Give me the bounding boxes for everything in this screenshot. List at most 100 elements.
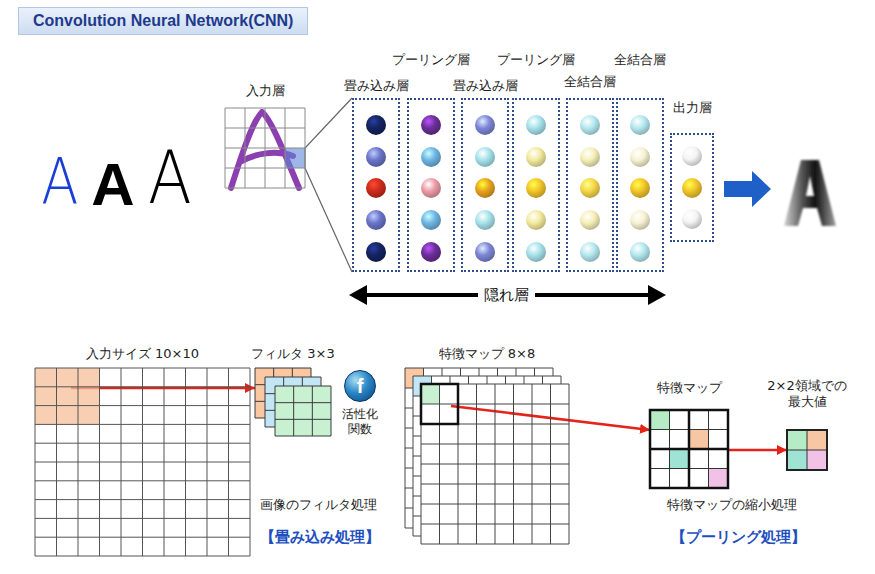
neuron — [475, 178, 495, 198]
grid-line — [405, 408, 553, 409]
neuron — [580, 242, 600, 262]
node-heading: 特徴マップ 8×8 — [439, 346, 536, 362]
neuron — [526, 210, 546, 230]
grid-cell — [689, 430, 709, 450]
grid-border — [650, 410, 728, 488]
grid-line — [421, 404, 569, 405]
connection-line — [305, 98, 352, 272]
grid-border — [787, 430, 827, 470]
grid-line — [413, 516, 561, 517]
grid-line — [312, 386, 313, 436]
column-drawing — [514, 100, 558, 270]
grid-cell — [787, 450, 807, 470]
stack-layer — [275, 386, 331, 436]
grid-drawing — [225, 108, 305, 188]
grid-cell — [78, 387, 100, 406]
grid-line — [421, 444, 569, 445]
hidden-layer-column-shape — [407, 98, 455, 272]
hidden-layer-column: プーリング層 — [512, 52, 560, 272]
neuron — [580, 147, 600, 167]
stack-drawing — [255, 368, 331, 436]
label-holder: 隠れ層 — [478, 286, 535, 304]
recognized-letter — [784, 160, 836, 226]
output-arrow — [724, 171, 771, 207]
grid-cell — [807, 430, 827, 450]
pooling-input-grid-shape — [650, 410, 728, 488]
neuron — [630, 242, 650, 262]
neuron — [475, 242, 495, 262]
pooling-input-grid: 特徴マップ — [650, 380, 728, 488]
neuron — [366, 242, 386, 262]
grid-line — [405, 488, 553, 489]
grid-line — [413, 456, 561, 457]
sample-letter: A — [148, 141, 192, 215]
function-symbol: f — [357, 372, 364, 400]
label-holder: 【畳み込み処理】 — [260, 528, 380, 546]
grid-line — [35, 499, 250, 500]
filter-stack-shape — [255, 368, 331, 436]
grid-line — [405, 368, 553, 369]
grid-line — [35, 480, 250, 481]
grid-cell — [421, 384, 440, 404]
grid-line — [275, 386, 276, 436]
hidden-layer-column: 全結合層 — [566, 74, 614, 272]
grid-cell — [670, 449, 690, 469]
grid-line — [413, 416, 561, 417]
output-layer-column: 出力層 — [670, 100, 714, 242]
label-holder: A — [148, 146, 192, 210]
feature-map-stack-shape — [405, 368, 569, 544]
hidden-layer-column: プーリング層 — [407, 52, 455, 272]
neuron — [682, 178, 702, 198]
layer-face — [275, 386, 331, 436]
grid-line — [421, 544, 569, 545]
grid-line — [413, 476, 561, 477]
process-title: 【畳み込み処理】 — [260, 528, 380, 546]
node-heading: 入力サイズ 10×10 — [86, 346, 199, 362]
stack-layer — [413, 376, 561, 536]
neuron — [630, 178, 650, 198]
grid-cell — [35, 368, 57, 387]
grid-line — [524, 376, 525, 536]
grid-line — [405, 448, 553, 449]
grid-line — [265, 377, 321, 378]
node-heading: フィルタ 3×3 — [251, 346, 335, 362]
neuron — [526, 147, 546, 167]
grid-cell — [285, 148, 305, 168]
neuron — [366, 178, 386, 198]
neuron — [630, 210, 650, 230]
hidden-layer-column: 畳み込み層 — [461, 78, 509, 272]
neuron — [580, 210, 600, 230]
neuron — [366, 147, 386, 167]
pooling-window — [421, 384, 458, 424]
grid-cell — [807, 450, 827, 470]
input-layer-grid: 入力層 — [225, 83, 305, 188]
grid-cell — [650, 410, 670, 430]
grid-line — [421, 464, 569, 465]
grid-cell — [57, 406, 79, 425]
label-holder: A — [38, 150, 82, 214]
stack-drawing — [405, 368, 569, 544]
grid-drawing — [35, 368, 250, 556]
grid-line — [35, 405, 250, 406]
grid-line — [405, 508, 553, 509]
grid-line — [413, 536, 561, 537]
neuron — [421, 242, 441, 262]
grid-cell — [78, 368, 100, 387]
grid-line — [275, 386, 331, 387]
grid-line — [561, 376, 562, 536]
node-heading: 出力層 — [673, 100, 712, 116]
sample-letter: A — [41, 150, 78, 214]
neuron — [526, 115, 546, 135]
neuron — [475, 210, 495, 230]
hidden-layer-column: 畳み込み層 — [352, 78, 400, 272]
node-heading: プーリング層 — [392, 52, 470, 68]
node-heading: 畳み込み層 — [344, 78, 409, 94]
grid-cell — [57, 387, 79, 406]
grid-line — [275, 419, 331, 420]
label-holder: A — [91, 155, 134, 215]
grid-line — [225, 188, 305, 189]
grid-line — [35, 556, 250, 557]
grid-line — [35, 386, 250, 387]
